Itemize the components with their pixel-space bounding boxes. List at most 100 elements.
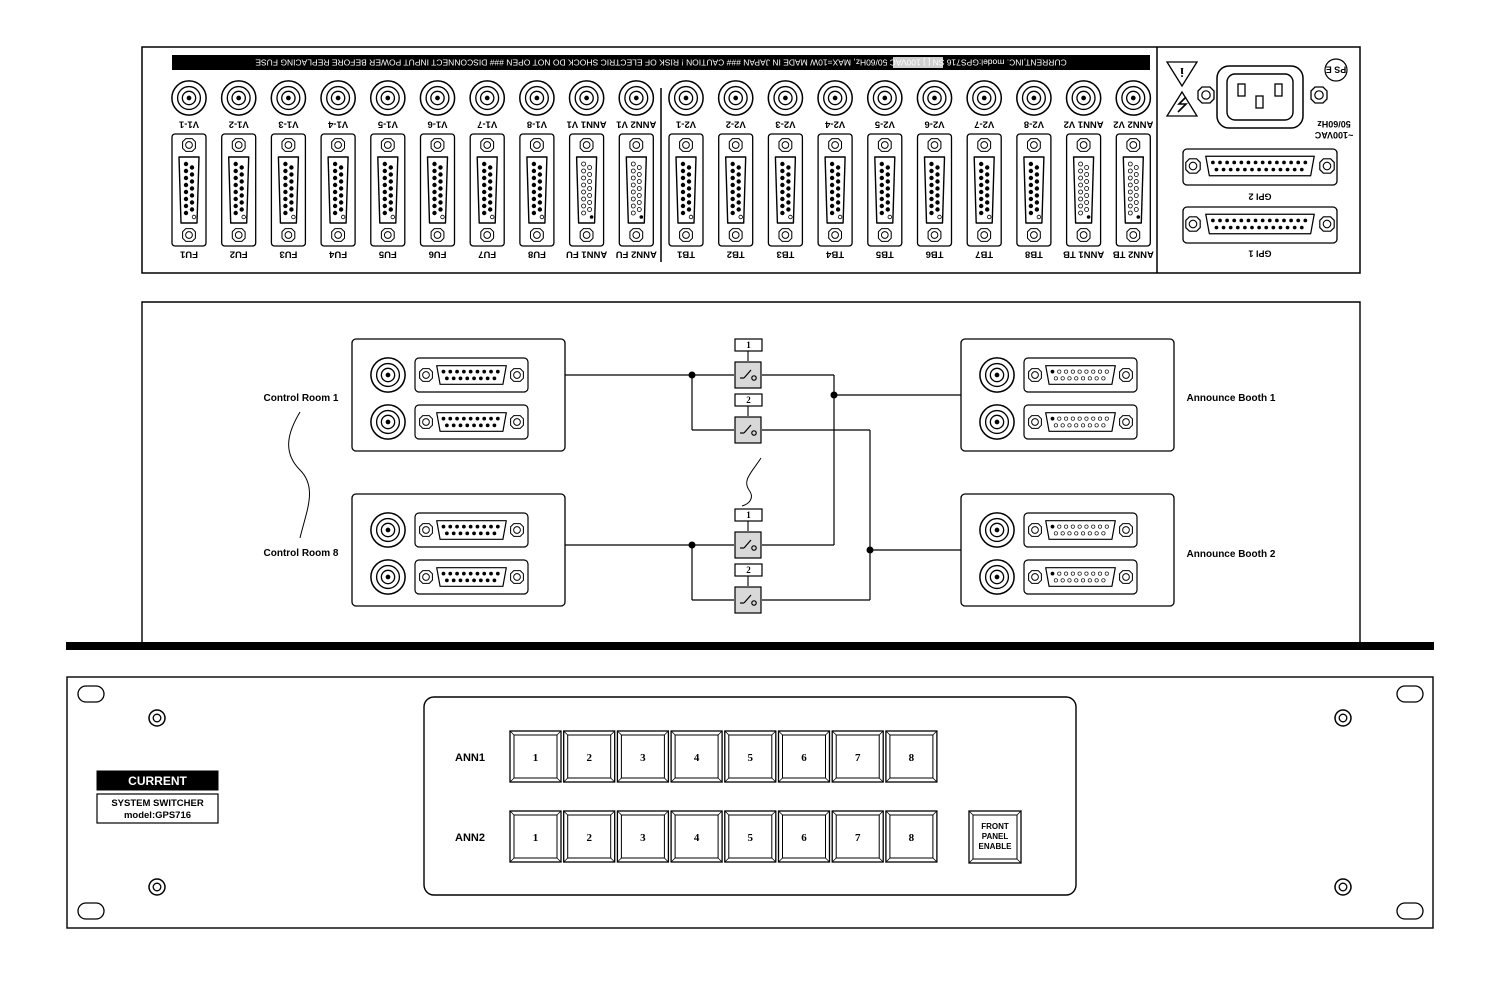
rack-slot-icon [77,902,105,920]
key-label: 7 [855,752,861,764]
ann1-key-8[interactable]: 8 [885,730,938,783]
dsub-screw-icon [1119,570,1133,584]
dsub-connector-icon [277,156,300,224]
bnc-label: V1-1 [178,119,199,130]
bnc-jack-icon [916,80,953,116]
dsub-screw-icon [480,228,495,242]
ann1-key-5[interactable]: 5 [724,730,777,783]
crosspoint-switch: 1 [734,338,763,389]
bnc-jack-icon [568,80,605,116]
dsub-screw-icon [419,368,433,382]
dsub-screw-icon [579,138,594,152]
dsub-screw-icon [231,138,246,152]
ann1-key-7[interactable]: 7 [831,730,884,783]
power-section: i PS E ~100VAC 50/60Hz [1165,58,1353,140]
dsub-screw-icon [1026,138,1041,152]
crosspoint-switch: 1 [734,508,763,559]
dsub-connector-icon [1045,567,1116,587]
continuation-squiggle-center [741,457,762,507]
dsub-connector-icon [1072,156,1095,224]
dsub-screw-icon [1076,228,1091,242]
dsub-screw-icon [629,228,644,242]
dsub-label: TB4 [825,249,844,260]
ann1-key-3[interactable]: 3 [616,730,670,783]
bnc-label: V1-7 [477,119,497,130]
dsub-screw-icon [510,415,524,429]
dsub-screw-icon [828,138,843,152]
key-label: 7 [855,832,861,844]
key-label: 8 [909,752,915,764]
dsub-connector-icon [625,156,647,224]
ann2-key-3[interactable]: 3 [616,810,670,863]
ann2-key-7[interactable]: 7 [831,810,884,863]
switch-icon [734,586,762,614]
dsub-screw-icon [1076,138,1091,152]
bnc-label: V2-8 [1024,119,1044,130]
rack-slot-icon [77,685,105,703]
dsub-screw-icon [778,138,793,152]
dsub-screw-icon [419,415,433,429]
ann2-key-4[interactable]: 4 [670,810,723,863]
power-screw-right-icon [1310,86,1328,104]
dsub-label: ANN2 TB [1113,249,1154,260]
bnc-jack-icon [270,80,307,116]
bnc-label: V2-2 [726,119,746,130]
power-label-voltage: ~100VAC [1314,130,1353,140]
dsub-screw-icon [977,138,992,152]
dsub-connector-icon [327,156,349,224]
dsub-label: FU4 [328,249,347,260]
ann1-key-1[interactable]: 1 [509,730,562,783]
key-label: 4 [694,832,700,844]
ann2-key-6[interactable]: 6 [777,810,831,863]
dsub-screw-icon [579,228,594,242]
front-panel-enable-button[interactable]: FRONT PANEL ENABLE [968,810,1022,864]
ann2-key-2[interactable]: 2 [563,810,616,863]
brand-plate: CURRENT SYSTEM SWITCHER model:GPS716 [96,770,219,824]
dsub-label: TB7 [975,249,993,260]
bnc-jack-icon [469,80,506,116]
brand-name: CURRENT [128,774,187,788]
ann2-key-5[interactable]: 5 [724,810,777,863]
power-label-frequency: 50/60Hz [1317,119,1351,129]
gpi2-label: GPI 2 [1248,192,1271,202]
rack-slot-icon [1396,902,1424,920]
ann2-key-8[interactable]: 8 [885,810,938,863]
ann1-key-4[interactable]: 4 [670,730,723,783]
dsub-screw-icon [419,570,433,584]
key-label: 6 [801,832,807,844]
dsub-label: TB8 [1025,249,1043,260]
screw-icon [1334,878,1352,896]
dsub-connector-icon [575,156,598,224]
ann2-key-1[interactable]: 1 [509,810,562,863]
dsub-connector-icon [436,365,507,385]
dsub-connector-icon [824,156,846,224]
dsub-connector-icon [874,156,896,224]
dsub-screw-icon [828,228,843,242]
ann1-key-2[interactable]: 2 [563,730,616,783]
gpi2-connector: GPI 2 [1182,148,1338,202]
continuation-squiggle-left [288,411,310,539]
dsub-screw-icon [419,523,433,537]
enable-line-3: ENABLE [979,842,1013,851]
ann1-key-6[interactable]: 6 [777,730,831,783]
bnc-label: ANN1 V1 [566,119,607,130]
dsub-screw-icon [877,138,892,152]
dsub-screw-icon [231,228,246,242]
diagram-frame [141,301,1361,642]
key-label: 2 [586,752,592,764]
key-label: 5 [748,752,754,764]
power-screw-left-icon [1197,86,1215,104]
section-divider [66,642,1434,650]
bnc-label: V2-4 [824,119,845,130]
dsub-screw-icon [1119,523,1133,537]
enable-line-1: FRONT [981,822,1009,831]
diagram-units [351,338,1175,607]
